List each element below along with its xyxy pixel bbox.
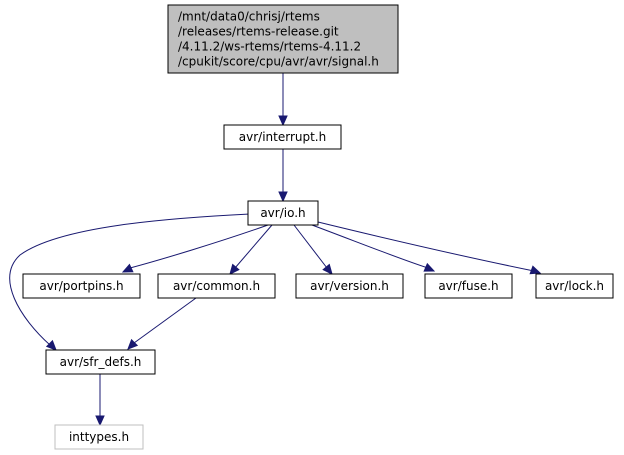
edge-line bbox=[293, 224, 328, 269]
node-portpins[interactable]: avr/portpins.h bbox=[22, 273, 141, 299]
node-signal[interactable]: /mnt/data0/chrisj/rtems/releases/rtems-r… bbox=[167, 4, 399, 74]
node-label: inttypes.h bbox=[69, 430, 129, 444]
node-box bbox=[157, 273, 276, 299]
edge-line bbox=[311, 224, 429, 269]
node-label: /mnt/data0/chrisj/rtems bbox=[178, 10, 320, 24]
edge-io-to-fuse bbox=[311, 224, 436, 272]
arrowhead-icon bbox=[127, 338, 139, 350]
node-label: avr/lock.h bbox=[545, 279, 604, 293]
edge-io-to-portpins bbox=[121, 224, 269, 273]
node-common[interactable]: avr/common.h bbox=[157, 273, 276, 299]
edge-common-to-sfr_defs bbox=[127, 297, 197, 350]
node-version[interactable]: avr/version.h bbox=[295, 273, 404, 299]
edge-interrupt-to-io bbox=[278, 149, 288, 203]
arrowhead-icon bbox=[95, 415, 105, 427]
node-inttypes: inttypes.h bbox=[54, 424, 144, 450]
edge-line bbox=[317, 221, 535, 272]
edge-io-to-sfr_defs bbox=[9, 213, 251, 351]
node-fuse[interactable]: avr/fuse.h bbox=[424, 273, 513, 299]
node-box bbox=[45, 349, 156, 375]
node-lock[interactable]: avr/lock.h bbox=[535, 273, 614, 299]
arrowhead-icon bbox=[278, 191, 288, 203]
node-label: /releases/rtems-release.git bbox=[178, 25, 339, 39]
node-box bbox=[54, 424, 144, 450]
node-box bbox=[223, 124, 342, 150]
node-box bbox=[295, 273, 404, 299]
edge-line bbox=[133, 297, 197, 344]
edge-line bbox=[234, 224, 273, 269]
node-label: /cpukit/score/cpu/avr/avr/signal.h bbox=[178, 55, 379, 69]
edge-io-to-lock bbox=[317, 221, 542, 275]
arrowhead-icon bbox=[423, 262, 436, 272]
node-label: /4.11.2/ws-rtems/rtems-4.11.2 bbox=[178, 40, 361, 54]
node-box bbox=[167, 4, 399, 74]
node-sfr_defs[interactable]: avr/sfr_defs.h bbox=[45, 349, 156, 375]
edge-line bbox=[129, 224, 269, 269]
edge-sfr_defs-to-inttypes bbox=[95, 374, 105, 427]
node-label: avr/fuse.h bbox=[438, 279, 498, 293]
node-box bbox=[535, 273, 614, 299]
nodes: /mnt/data0/chrisj/rtems/releases/rtems-r… bbox=[22, 4, 614, 450]
node-interrupt[interactable]: avr/interrupt.h bbox=[223, 124, 342, 150]
node-label: avr/portpins.h bbox=[39, 279, 123, 293]
node-box bbox=[247, 200, 319, 226]
node-label: avr/sfr_defs.h bbox=[60, 355, 142, 369]
arrowhead-icon bbox=[121, 263, 134, 273]
arrowhead-icon bbox=[45, 339, 57, 351]
edges bbox=[9, 73, 542, 427]
arrowhead-icon bbox=[229, 263, 240, 275]
edge-signal-to-interrupt bbox=[278, 73, 288, 127]
node-label: avr/io.h bbox=[260, 206, 305, 220]
node-box bbox=[22, 273, 141, 299]
arrowhead-icon bbox=[529, 265, 542, 275]
node-label: avr/version.h bbox=[310, 279, 389, 293]
node-box bbox=[424, 273, 513, 299]
arrowhead-icon bbox=[278, 115, 288, 127]
node-label: avr/common.h bbox=[173, 279, 260, 293]
node-io[interactable]: avr/io.h bbox=[247, 200, 319, 226]
edge-line bbox=[9, 213, 251, 346]
edge-io-to-version bbox=[293, 224, 333, 275]
node-label: avr/interrupt.h bbox=[239, 130, 326, 144]
arrowhead-icon bbox=[322, 263, 333, 275]
edge-io-to-common bbox=[229, 224, 273, 275]
